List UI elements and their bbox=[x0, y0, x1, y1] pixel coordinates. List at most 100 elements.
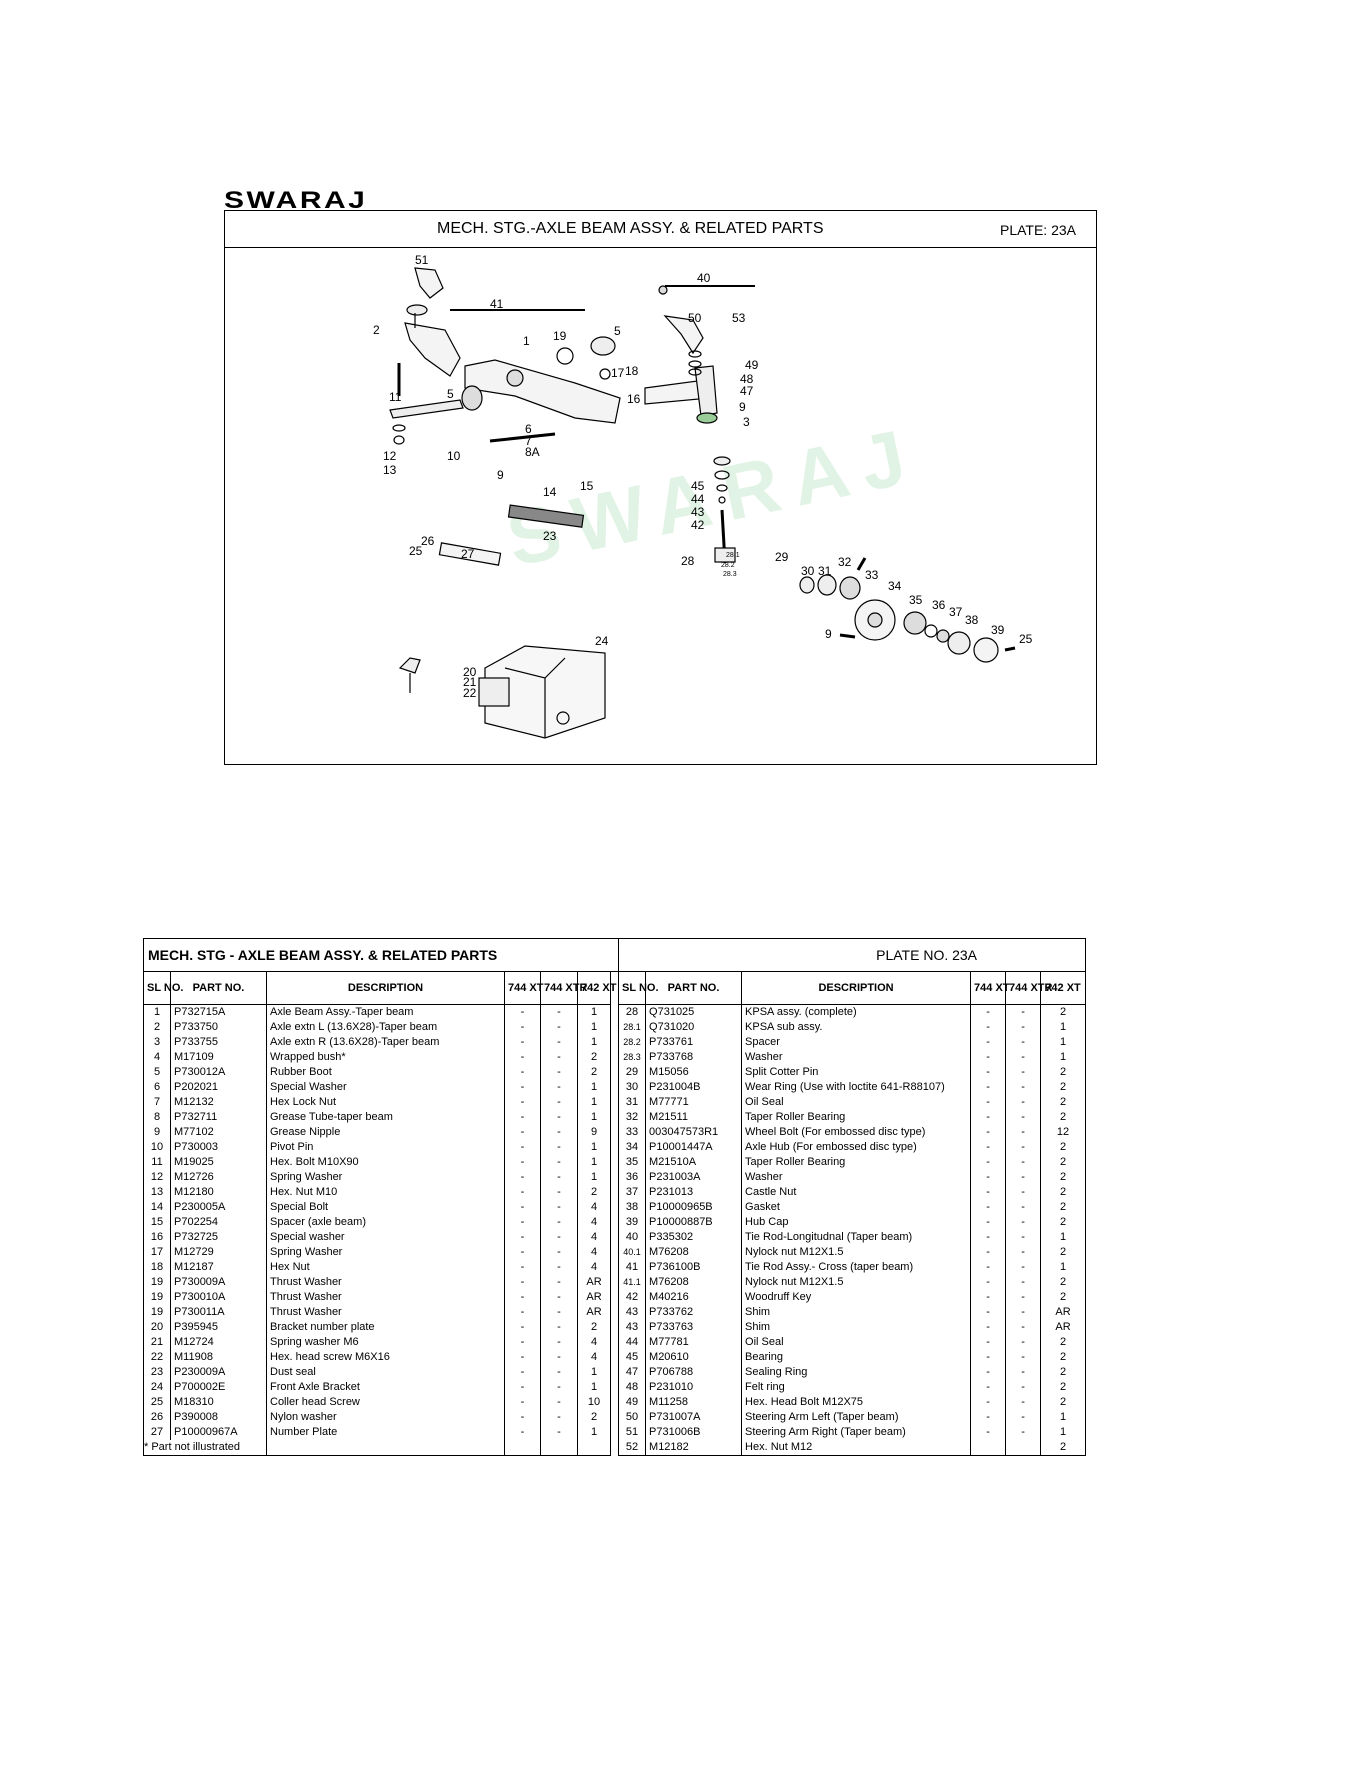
cell-desc: Gasket bbox=[741, 1200, 972, 1215]
cell-sl: 3 bbox=[143, 1035, 171, 1050]
column-gap bbox=[609, 1365, 620, 1380]
cell-part: 003047573R1 bbox=[645, 1125, 743, 1140]
cell-desc: Axle Hub (For embossed disc type) bbox=[741, 1140, 972, 1155]
cell-sl: 28.2 bbox=[618, 1035, 647, 1050]
cell-desc: Special Bolt bbox=[266, 1200, 505, 1215]
cell-part: M76208 bbox=[645, 1275, 743, 1290]
cell-sl: 41.1 bbox=[618, 1275, 647, 1290]
header-description: DESCRIPTION bbox=[266, 971, 505, 1005]
cell-c: 1 bbox=[577, 1095, 611, 1110]
cell-a: - bbox=[970, 1020, 1007, 1035]
cell-part: M12726 bbox=[170, 1170, 267, 1185]
cell-a: - bbox=[970, 1050, 1007, 1065]
axle-extension-left bbox=[404, 322, 461, 377]
cell-part: P730012A bbox=[170, 1065, 267, 1080]
cell-b: - bbox=[1005, 1335, 1042, 1350]
cell-sl: 19 bbox=[143, 1290, 171, 1305]
cell-sl: 49 bbox=[618, 1395, 647, 1410]
callout: 13 bbox=[383, 463, 397, 477]
cell-part: P700002E bbox=[170, 1380, 267, 1395]
cell-b: - bbox=[540, 1200, 578, 1215]
column-gap bbox=[609, 1020, 620, 1035]
cell-b: - bbox=[540, 1110, 578, 1125]
cell-part: M77102 bbox=[170, 1125, 267, 1140]
dust-seal bbox=[507, 504, 585, 528]
cell-desc: Nylock nut M12X1.5 bbox=[741, 1275, 972, 1290]
cell-desc: Hex. head screw M6X16 bbox=[266, 1350, 505, 1365]
header-744xtr: 744 XTR bbox=[540, 971, 587, 1005]
cell-a: - bbox=[504, 1380, 541, 1395]
cell-b: - bbox=[540, 1095, 578, 1110]
cell-sl: 26 bbox=[143, 1410, 171, 1425]
cell-c: 1 bbox=[577, 1035, 611, 1050]
cell-b: - bbox=[540, 1170, 578, 1185]
cell-c: 4 bbox=[577, 1215, 611, 1230]
cell-part: M12180 bbox=[170, 1185, 267, 1200]
number-plate bbox=[438, 542, 502, 566]
cell-part: Q731025 bbox=[645, 1004, 743, 1020]
callout: 7 bbox=[525, 434, 532, 448]
cell-b: - bbox=[540, 1275, 578, 1290]
cell-b: - bbox=[1005, 1110, 1042, 1125]
cell-b: - bbox=[1005, 1230, 1042, 1245]
cell-a: - bbox=[504, 1065, 541, 1080]
cell-b: - bbox=[1005, 1260, 1042, 1275]
cell-b: - bbox=[1005, 1320, 1042, 1335]
callout: 48 bbox=[740, 372, 754, 386]
footnote: * Part not illustrated bbox=[143, 1440, 267, 1456]
column-gap bbox=[609, 1305, 620, 1320]
cell-a: - bbox=[504, 1305, 541, 1320]
cell-desc: Spacer (axle beam) bbox=[266, 1215, 505, 1230]
cell-sl: 41 bbox=[618, 1260, 647, 1275]
column-gap bbox=[609, 1395, 620, 1410]
cell-desc: Sealing Ring bbox=[741, 1365, 972, 1380]
cell-a: - bbox=[970, 1110, 1007, 1125]
cell-c: 1 bbox=[577, 1110, 611, 1125]
header-744xt: 744 XT bbox=[970, 971, 1010, 1005]
cell-c: 2 bbox=[1040, 1065, 1087, 1080]
cell-part: M76208 bbox=[645, 1245, 743, 1260]
callout: 41 bbox=[490, 297, 504, 311]
cell-sl: 32 bbox=[618, 1110, 647, 1125]
cell-b: - bbox=[1005, 1170, 1042, 1185]
cell-part: M12132 bbox=[170, 1095, 267, 1110]
callout: 28.1 bbox=[726, 552, 740, 559]
cell-c: 2 bbox=[1040, 1155, 1087, 1170]
cell-desc: Castle Nut bbox=[741, 1185, 972, 1200]
callout: 25 bbox=[409, 544, 423, 558]
callout: 28 bbox=[681, 554, 695, 568]
cell-desc: Hub Cap bbox=[741, 1215, 972, 1230]
cell-b: - bbox=[1005, 1155, 1042, 1170]
cell-c: AR bbox=[1040, 1305, 1087, 1320]
cell-desc: Pivot Pin bbox=[266, 1140, 505, 1155]
cell-c: 2 bbox=[1040, 1395, 1087, 1410]
cell-b: - bbox=[1005, 1215, 1042, 1230]
cell-a: - bbox=[970, 1275, 1007, 1290]
cell-b: - bbox=[540, 1230, 578, 1245]
cell-part: P733763 bbox=[645, 1320, 743, 1335]
cell-desc: Washer bbox=[741, 1170, 972, 1185]
header-742xt: 742 XT bbox=[577, 971, 616, 1005]
cell-sl: 28.3 bbox=[618, 1050, 647, 1065]
callout: 44 bbox=[691, 492, 705, 506]
cell-a: - bbox=[970, 1185, 1007, 1200]
cell-desc: Grease Nipple bbox=[266, 1125, 505, 1140]
callout: 40 bbox=[697, 271, 711, 285]
cell-c: 2 bbox=[1040, 1350, 1087, 1365]
callout: 23 bbox=[543, 529, 557, 543]
cell-desc: Spacer bbox=[741, 1035, 972, 1050]
cell-sl: 36 bbox=[618, 1170, 647, 1185]
cell-part: M12729 bbox=[170, 1245, 267, 1260]
cell-sl: 17 bbox=[143, 1245, 171, 1260]
cell-sl: 43 bbox=[618, 1305, 647, 1320]
column-gap bbox=[609, 1095, 620, 1110]
cell-part: P732715A bbox=[170, 1004, 267, 1020]
cell-b: - bbox=[1005, 1004, 1042, 1020]
cell-sl: 15 bbox=[143, 1215, 171, 1230]
cell-a: - bbox=[970, 1065, 1007, 1080]
cell-sl: 52 bbox=[618, 1440, 647, 1456]
cell-b: - bbox=[1005, 1395, 1042, 1410]
